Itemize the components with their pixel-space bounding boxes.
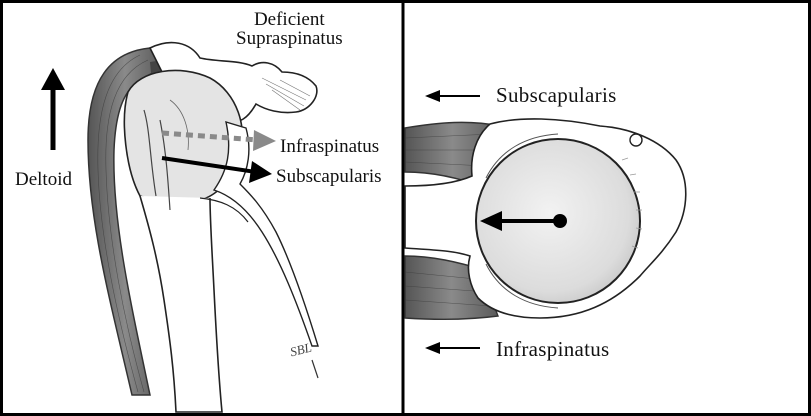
label-infraspinatus-right: Infraspinatus	[496, 339, 610, 360]
label-subscapularis-left: Subscapularis	[276, 167, 382, 186]
infraspinatus-direction-arrow	[425, 342, 480, 354]
right-panel-shoulder-axial	[405, 90, 686, 354]
label-subscapularis-right: Subscapularis	[496, 85, 617, 106]
coracoid-process	[630, 134, 642, 146]
label-deficient-line1: Deficient	[236, 10, 343, 29]
label-deficient-line2: Supraspinatus	[236, 29, 343, 48]
humerus-shaft	[140, 196, 222, 412]
label-deficient-supraspinatus: Deficient Supraspinatus	[236, 10, 343, 48]
label-infraspinatus-left: Infraspinatus	[280, 137, 379, 156]
left-panel-shoulder-coronal	[41, 43, 318, 412]
subscapularis-direction-arrow	[425, 90, 480, 102]
deltoid-force-arrow	[41, 68, 65, 150]
label-deltoid: Deltoid	[15, 170, 72, 189]
